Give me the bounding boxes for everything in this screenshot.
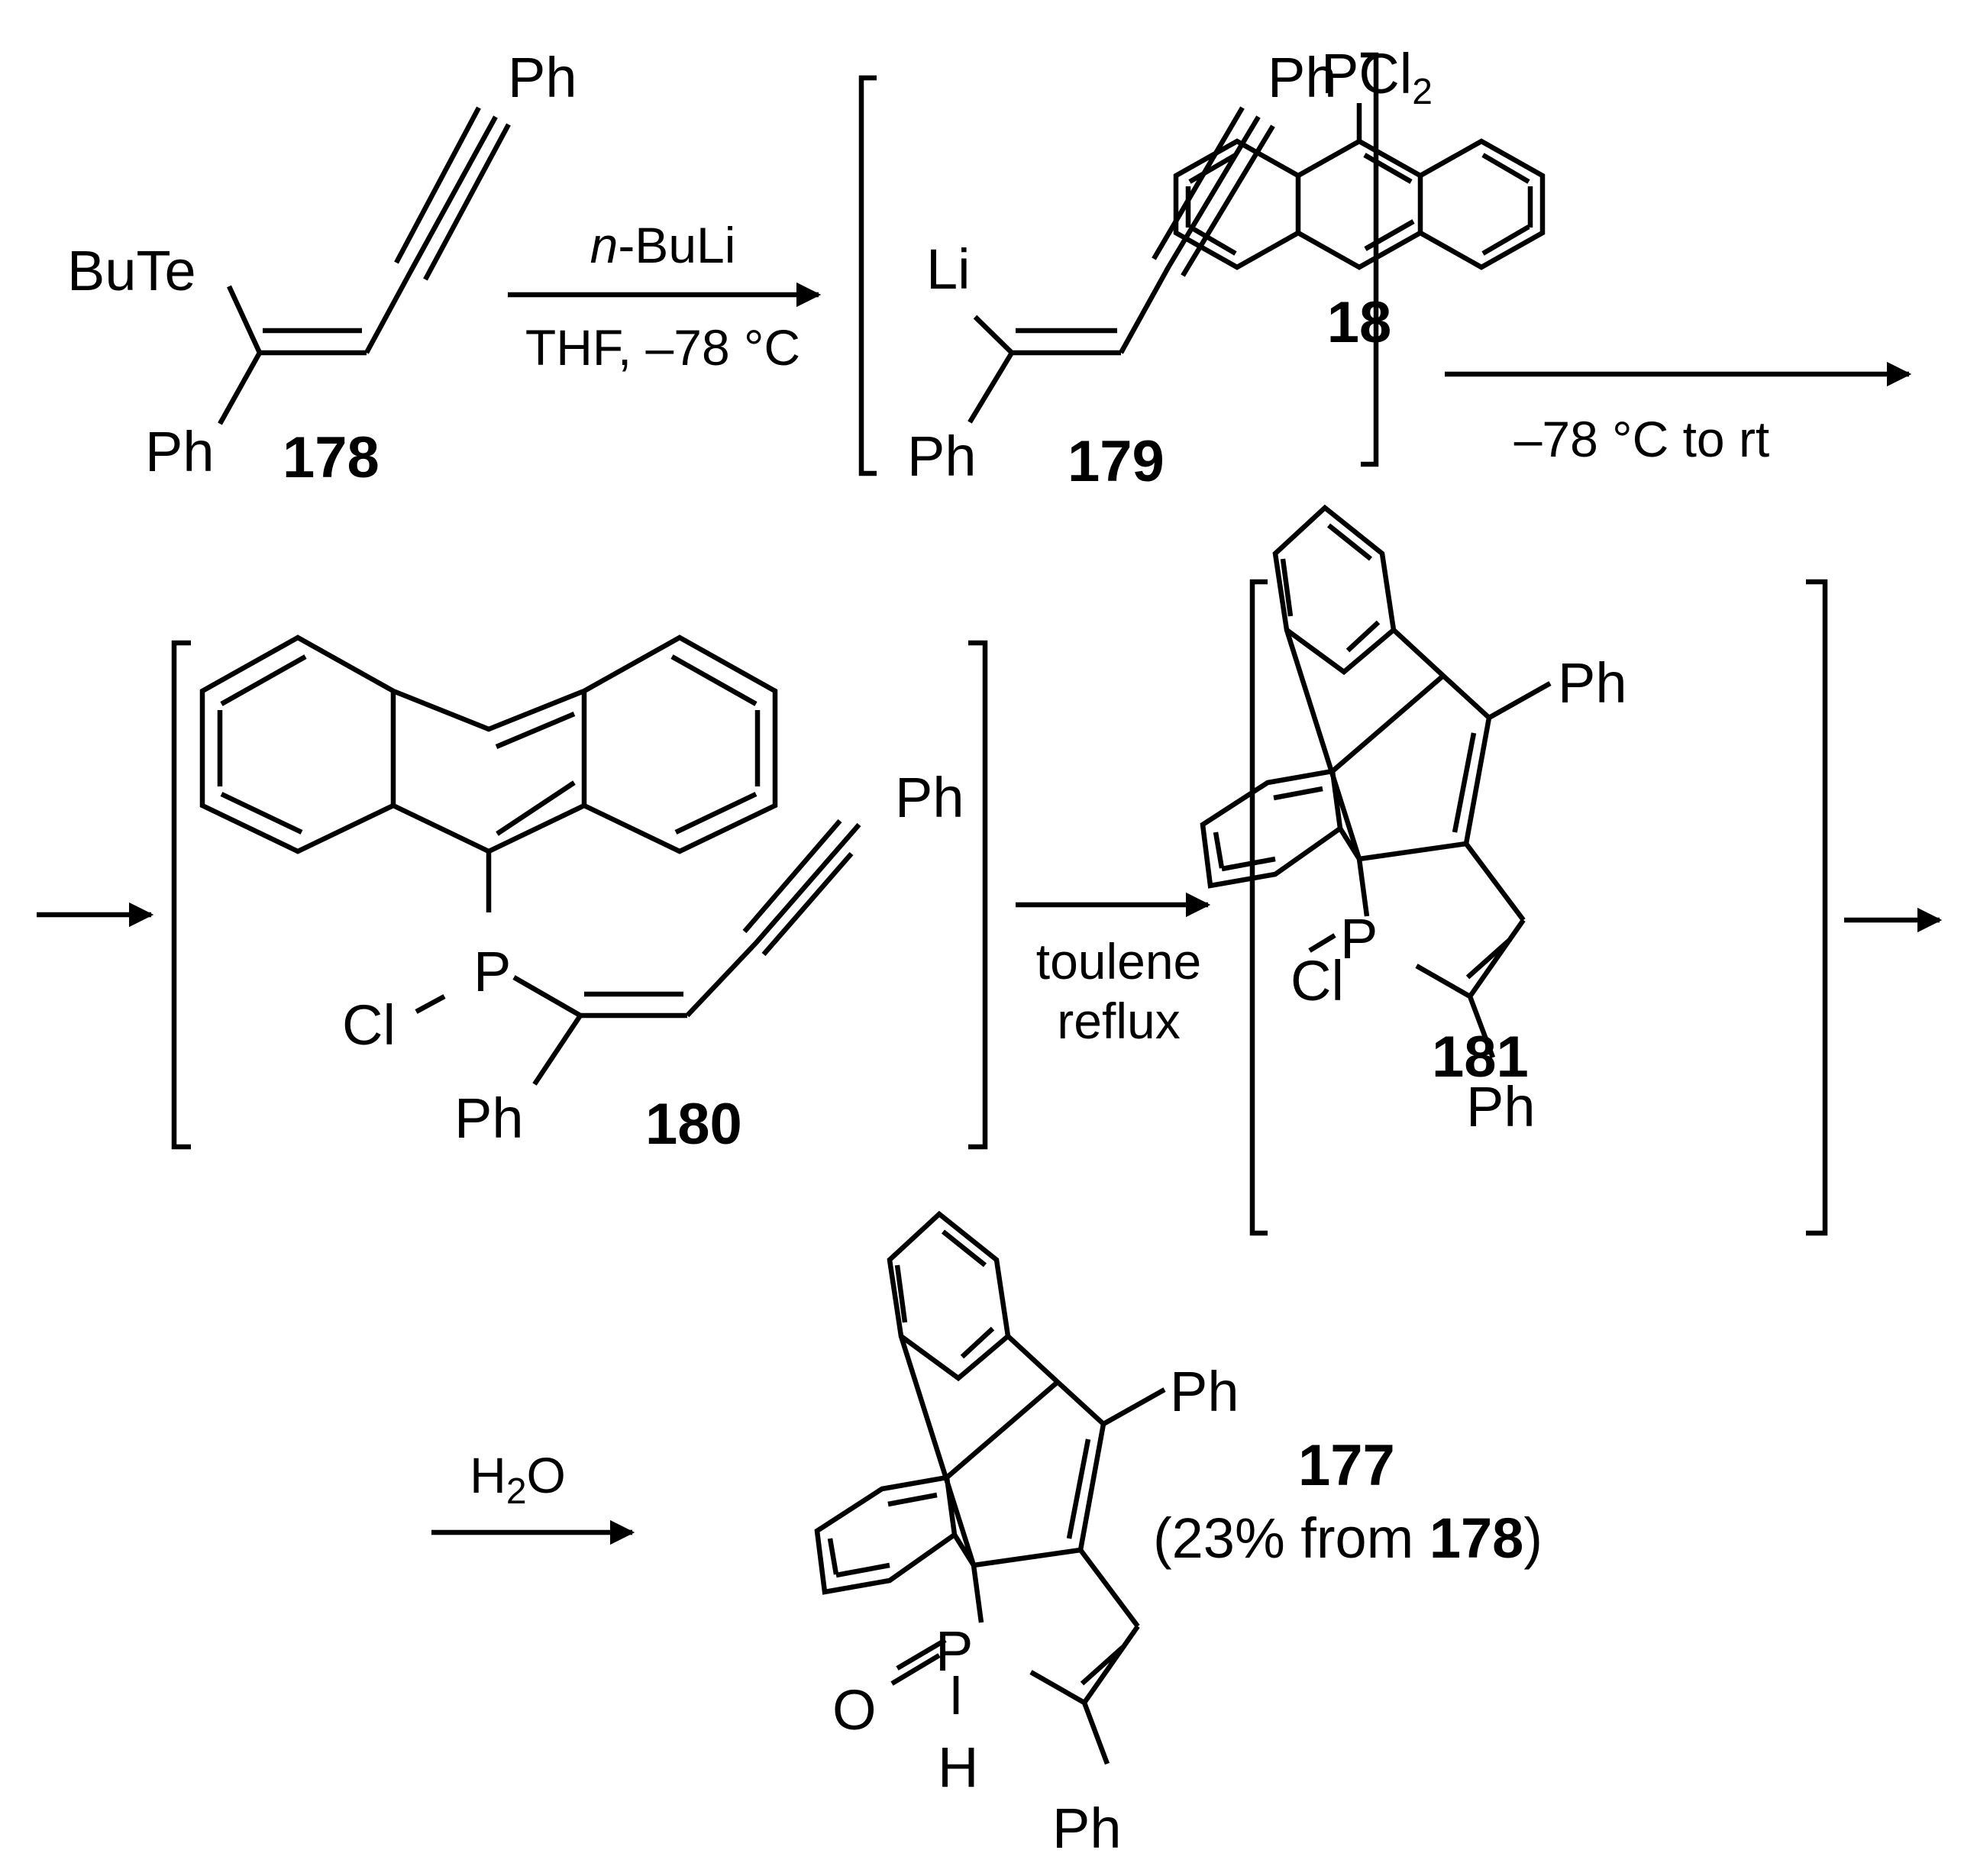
right-bracket bbox=[968, 640, 988, 1150]
phosphorus-label: P bbox=[473, 940, 511, 1003]
compound-number: 178 bbox=[283, 425, 380, 490]
yield-label: (23% from 178) bbox=[1153, 1506, 1543, 1570]
c18-bonds bbox=[1173, 103, 1546, 270]
left-bracket bbox=[1249, 579, 1268, 1236]
compound-18: PCl2 18 bbox=[1173, 42, 1546, 355]
compound-number: 179 bbox=[1068, 429, 1165, 494]
phenyl-label: Ph bbox=[1052, 1797, 1122, 1860]
butyltelluro-label: BuTe bbox=[67, 239, 196, 302]
c178-bonds bbox=[218, 106, 511, 425]
phenyl-label: Ph bbox=[895, 766, 964, 829]
phenyl-label: Ph bbox=[1466, 1075, 1536, 1138]
compound-number: 180 bbox=[645, 1092, 742, 1157]
phenyl-label: Ph bbox=[508, 46, 577, 109]
c181-bonds bbox=[1200, 504, 1552, 1059]
chloro-label: Cl bbox=[342, 993, 396, 1057]
right-bracket bbox=[1806, 579, 1828, 1236]
chloro-label: Cl bbox=[1291, 949, 1344, 1012]
phenyl-label: Ph bbox=[454, 1087, 524, 1150]
solvent-label: toulene bbox=[1036, 933, 1202, 990]
condition-label: reflux bbox=[1057, 993, 1180, 1049]
phenyl-label: Ph bbox=[145, 420, 215, 483]
phenyl-label: Ph bbox=[907, 425, 977, 488]
reaction-arrow-4: H2O bbox=[431, 1447, 635, 1545]
solvent-label: THF, –78 °C bbox=[525, 319, 800, 376]
reaction-arrow-2: –78 °C to rt bbox=[1445, 361, 1912, 467]
phosphorus-label: P bbox=[935, 1619, 973, 1683]
phenyl-label: Ph bbox=[1558, 651, 1627, 715]
compound-179: Li Ph Ph 179 bbox=[858, 46, 1379, 494]
reagent-label: n-BuLi bbox=[590, 217, 736, 273]
reaction-arrow-3: toulene reflux bbox=[1016, 892, 1211, 1049]
left-bracket bbox=[171, 640, 191, 1150]
phosphorus-label: P bbox=[1340, 907, 1378, 970]
oxygen-label: O bbox=[832, 1678, 877, 1742]
compound-180: P Cl Ph Ph 180 bbox=[171, 634, 988, 1157]
phenyl-label: Ph bbox=[1268, 46, 1337, 109]
dichlorophosphino-label: PCl2 bbox=[1321, 42, 1433, 112]
lithium-label: Li bbox=[926, 237, 971, 301]
c177-bonds bbox=[814, 1210, 1166, 1765]
left-bracket bbox=[858, 75, 877, 476]
hydrogen-label: H bbox=[938, 1736, 978, 1799]
compound-number: 18 bbox=[1327, 290, 1392, 355]
reaction-arrow-1: n-BuLi THF, –78 °C bbox=[508, 217, 822, 376]
c180-bonds bbox=[199, 634, 861, 1086]
compound-178: BuTe Ph Ph 178 bbox=[67, 46, 577, 490]
reagent-label: H2O bbox=[470, 1447, 566, 1512]
compound-number: 177 bbox=[1298, 1433, 1395, 1498]
compound-number: 181 bbox=[1432, 1025, 1529, 1090]
phenyl-label: Ph bbox=[1170, 1360, 1239, 1423]
c179-bonds bbox=[968, 106, 1275, 424]
temperature-label: –78 °C to rt bbox=[1514, 411, 1770, 467]
